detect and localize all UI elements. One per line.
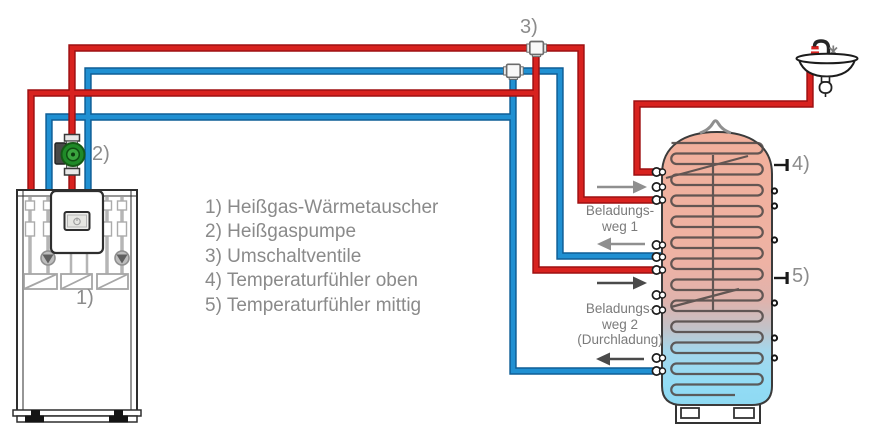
loading-path-1-label: Beladungs- weg 1 <box>563 203 677 234</box>
loading-path-2-line1: Beladungs- <box>585 301 655 316</box>
tank-right-nipples <box>770 187 779 362</box>
loading-path-1-line2: weg 1 <box>601 218 639 234</box>
loading-path-2-line3: (Durchladung) <box>577 332 663 347</box>
legend-item: 1) Heißgas-Wärmetauscher <box>205 197 439 218</box>
legend-item: 5) Temperaturfühler mittig <box>205 294 422 316</box>
callout-pump: 2) <box>92 143 110 165</box>
flow-arrow-left-icon <box>597 237 645 251</box>
flow-arrow-right-icon <box>597 276 647 290</box>
flow-arrow-right-icon <box>597 180 647 194</box>
unit-foot <box>25 410 128 423</box>
callout-valves: 3) <box>520 16 538 38</box>
callout-heat-exchanger: 1) <box>76 287 94 309</box>
faucet-icon <box>812 39 831 56</box>
power-icon <box>73 217 81 226</box>
internal-piping <box>23 197 130 290</box>
internal-valve-icon <box>40 250 130 266</box>
legend-item: 3) Umschaltventile <box>205 245 362 267</box>
legend-item: 4) Temperaturfühler oben <box>205 270 418 292</box>
heat-exchanger-icon <box>23 273 129 290</box>
unit-base <box>12 409 142 423</box>
flow-arrow-left-icon <box>596 352 644 366</box>
heat-pump-unit <box>12 189 142 423</box>
loading-path-2-line2: weg 2 <box>601 316 639 332</box>
hot-gas-pump-icon <box>54 133 86 176</box>
switching-valve-icon <box>503 63 524 80</box>
drain-trap-icon <box>818 75 833 97</box>
temp-sensor-top-icon <box>774 159 789 171</box>
loading-path-1-line1: Beladungs- <box>585 203 655 218</box>
tank-left-flanges <box>651 167 667 376</box>
switching-valve-icon <box>526 40 547 58</box>
legend: 1) Heißgas-Wärmetauscher 2) Heißgaspumpe… <box>205 196 438 318</box>
temp-sensor-middle-icon <box>774 272 789 284</box>
callout-sensor-top: 4) <box>792 153 810 175</box>
tank-coil-heat-exchanger <box>665 141 764 397</box>
control-panel <box>49 189 105 255</box>
basin-rim <box>795 52 859 65</box>
loading-path-2-label: Beladungs- weg 2 (Durchladung) <box>558 301 682 348</box>
storage-tank <box>651 119 789 424</box>
callout-sensor-middle: 5) <box>792 265 810 287</box>
tank-lifting-lug-icon <box>699 119 732 135</box>
legend-item: 2) Heißgaspumpe <box>205 221 357 243</box>
sink-icon <box>795 39 859 97</box>
